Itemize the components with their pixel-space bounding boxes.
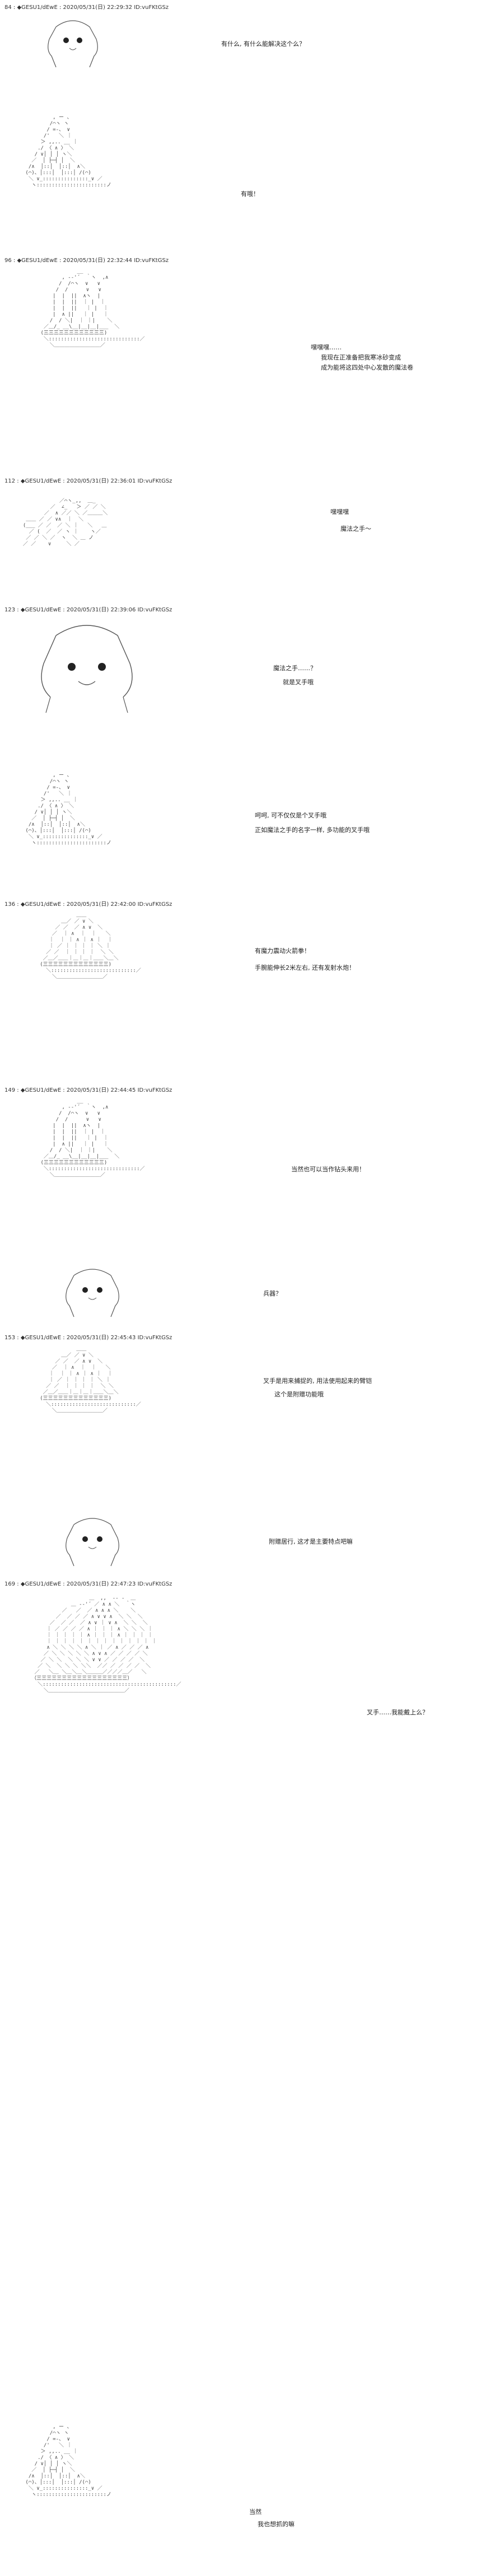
dialogue-line: 叉手……我能戴上么？ — [367, 1709, 428, 1716]
post-header: 123 : ◆GESU1/dEwE : 2020/05/31(日) 22:39:… — [4, 607, 172, 613]
dialogue-line: 我也想抓的嘛 — [258, 2521, 295, 2528]
dialogue-line: 有什么, 有什么能解决这个么？ — [221, 40, 305, 48]
dialogue-line: 呵呵, 可不仅仅是个叉手哦 — [255, 812, 326, 819]
post-header: 136 : ◆GESU1/dEwE : 2020/05/31(日) 22:42:… — [4, 901, 172, 908]
dialogue-line: 这个是附赠功能哦 — [274, 1391, 324, 1398]
dialogue-line: 手腕能伸长2米左右, 还有发射水炮！ — [255, 964, 355, 971]
dialogue-line: 魔法之手……？ — [273, 665, 316, 672]
dialogue-line: 有魔力震动火箭拳！ — [255, 947, 310, 955]
mage-ascii-art: , ー 、 /⌒ヽ ヽ / =-、 ∨ /' ＼ ｜ ＞ ,,.. __ ｜ .… — [25, 773, 111, 846]
dialogue-line: 正如魔法之手的名字一样, 多功能的叉手哦 — [255, 826, 370, 834]
post-header: 169 : ◆GESU1/dEwE : 2020/05/31(日) 22:47:… — [4, 1581, 172, 1587]
dialogue-line: 魔法之手〜 — [340, 525, 371, 532]
dog-face-icon — [66, 1269, 119, 1317]
mage-ascii-art: , ー 、 /⌒ヽ ヽ / =-、 ∨ /' ＼ ｜ ＞ ,,.. __ ｜ .… — [25, 115, 111, 188]
post-header: 153 : ◆GESU1/dEwE : 2020/05/31(日) 22:45:… — [4, 1335, 172, 1341]
dog-face-icon — [66, 1518, 119, 1567]
mage-ascii-art: ＿＿ ＿／ ／ ∨ ＼ ／ ／ ／ ∧ ∨ ＼ ／ ｜ ∧ ｜ ｜ ＼ ｜ ｜ … — [40, 913, 141, 980]
dialogue-line: 成为能将这四处中心发散的魔法卷 — [321, 364, 413, 371]
dialogue-line: 有哦！ — [241, 190, 259, 198]
dialogue-line: 就是叉手哦 — [283, 679, 314, 686]
mage-ascii-art: ＿＿ ＿／ ／ ∨ ＼ ／ ／ ／ ∧ ∨ ＼ ／ ｜ ∧ ｜ ｜ ＼ ｜ ｜ … — [40, 1347, 141, 1414]
post-header: 112 : ◆GESU1/dEwE : 2020/05/31(日) 22:36:… — [4, 478, 172, 484]
post-header: 149 : ◆GESU1/dEwE : 2020/05/31(日) 22:44:… — [4, 1087, 172, 1093]
mage-ascii-art: ＿ ,, -‐ - ＿ ＿ -‐'´ ／ ∧ ∧ ＼ ｀ヽ ／ ／ ／ ∧ ∧ … — [31, 1596, 181, 1694]
dog-face-icon — [48, 20, 98, 68]
dialogue-line: 当然 — [249, 2508, 262, 2516]
mage-ascii-art: __ , -‐'´ ｀ヽ ,∧ / /⌒ヽ ∨ ∨ / / ∨ ∨ | | ||… — [40, 269, 145, 348]
dialogue-line: 兵器？ — [263, 1290, 282, 1297]
post-header: 84 : ◆GESU1/dEwE : 2020/05/31(日) 22:29:3… — [4, 4, 169, 11]
dog-face-icon — [41, 625, 133, 713]
dialogue-line: 叉手是用来捕捉的, 用法使用起来的臂铠 — [263, 1377, 372, 1385]
mage-ascii-art: __ , -‐'´ ｀ヽ ,∧ / /⌒ヽ ∨ ∨ / / ∨ ∨ | | ||… — [40, 1098, 145, 1178]
mage-ascii-art: , ー 、 /⌒ヽ ヽ / =-、 ∨ /' ＼ ｜ ＞ ,,.. __ ｜ .… — [25, 2424, 111, 2498]
dialogue-line: 我现在正准备把我寒冰砂变成 — [321, 354, 401, 361]
post-header: 96 : ◆GESU1/dEwE : 2020/05/31(日) 22:32:4… — [4, 258, 169, 264]
dialogue-line: 附赠居行, 这才是主要特点吧嘛 — [269, 1538, 353, 1545]
mage-ascii-art: ／⌒ヽ_,, ＿_ ／ ∠_ ＞ ／ ／ ＼ ／ ∧ ／／ ＼ ／＿＿＿＼ ＿＿… — [22, 498, 108, 547]
dialogue-line: 嘿嘿嘿…… — [311, 344, 342, 351]
dialogue-line: 嘿嘿嘿 — [330, 508, 349, 516]
dialogue-line: 当然也可以当作钻头来用！ — [291, 1166, 365, 1173]
